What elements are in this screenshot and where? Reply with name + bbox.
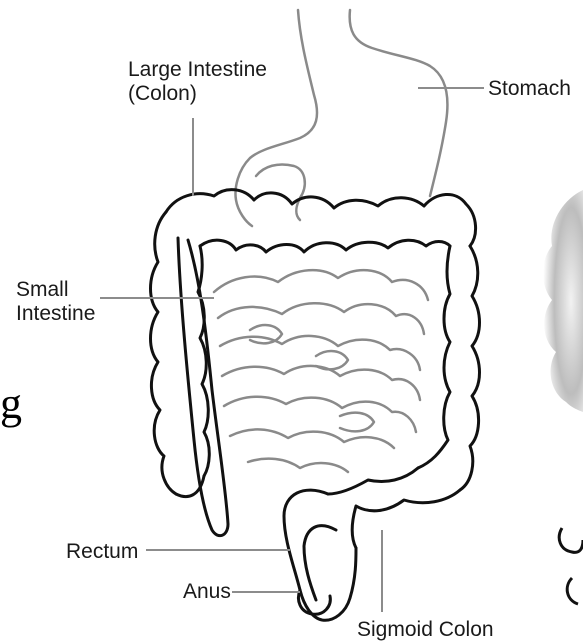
anus-label: Anus xyxy=(183,580,231,604)
small-intestine-label-line1: Small xyxy=(16,278,95,302)
large-intestine-label-line1: Large Intestine xyxy=(128,58,267,82)
cropped-text-fragment: g xyxy=(0,378,22,429)
large-intestine-label: Large Intestine (Colon) xyxy=(128,58,267,106)
large-intestine-label-line2: (Colon) xyxy=(128,82,267,106)
rectum-label: Rectum xyxy=(66,540,138,564)
sigmoid-colon-label: Sigmoid Colon xyxy=(357,618,494,642)
small-intestine-label-line2: Intestine xyxy=(16,302,95,326)
small-intestine-drawing xyxy=(214,270,428,472)
stomach-label: Stomach xyxy=(488,77,571,101)
large-intestine-drawing xyxy=(151,190,480,621)
cropped-illustration-fragment xyxy=(543,190,583,604)
small-intestine-label: Small Intestine xyxy=(16,278,95,326)
